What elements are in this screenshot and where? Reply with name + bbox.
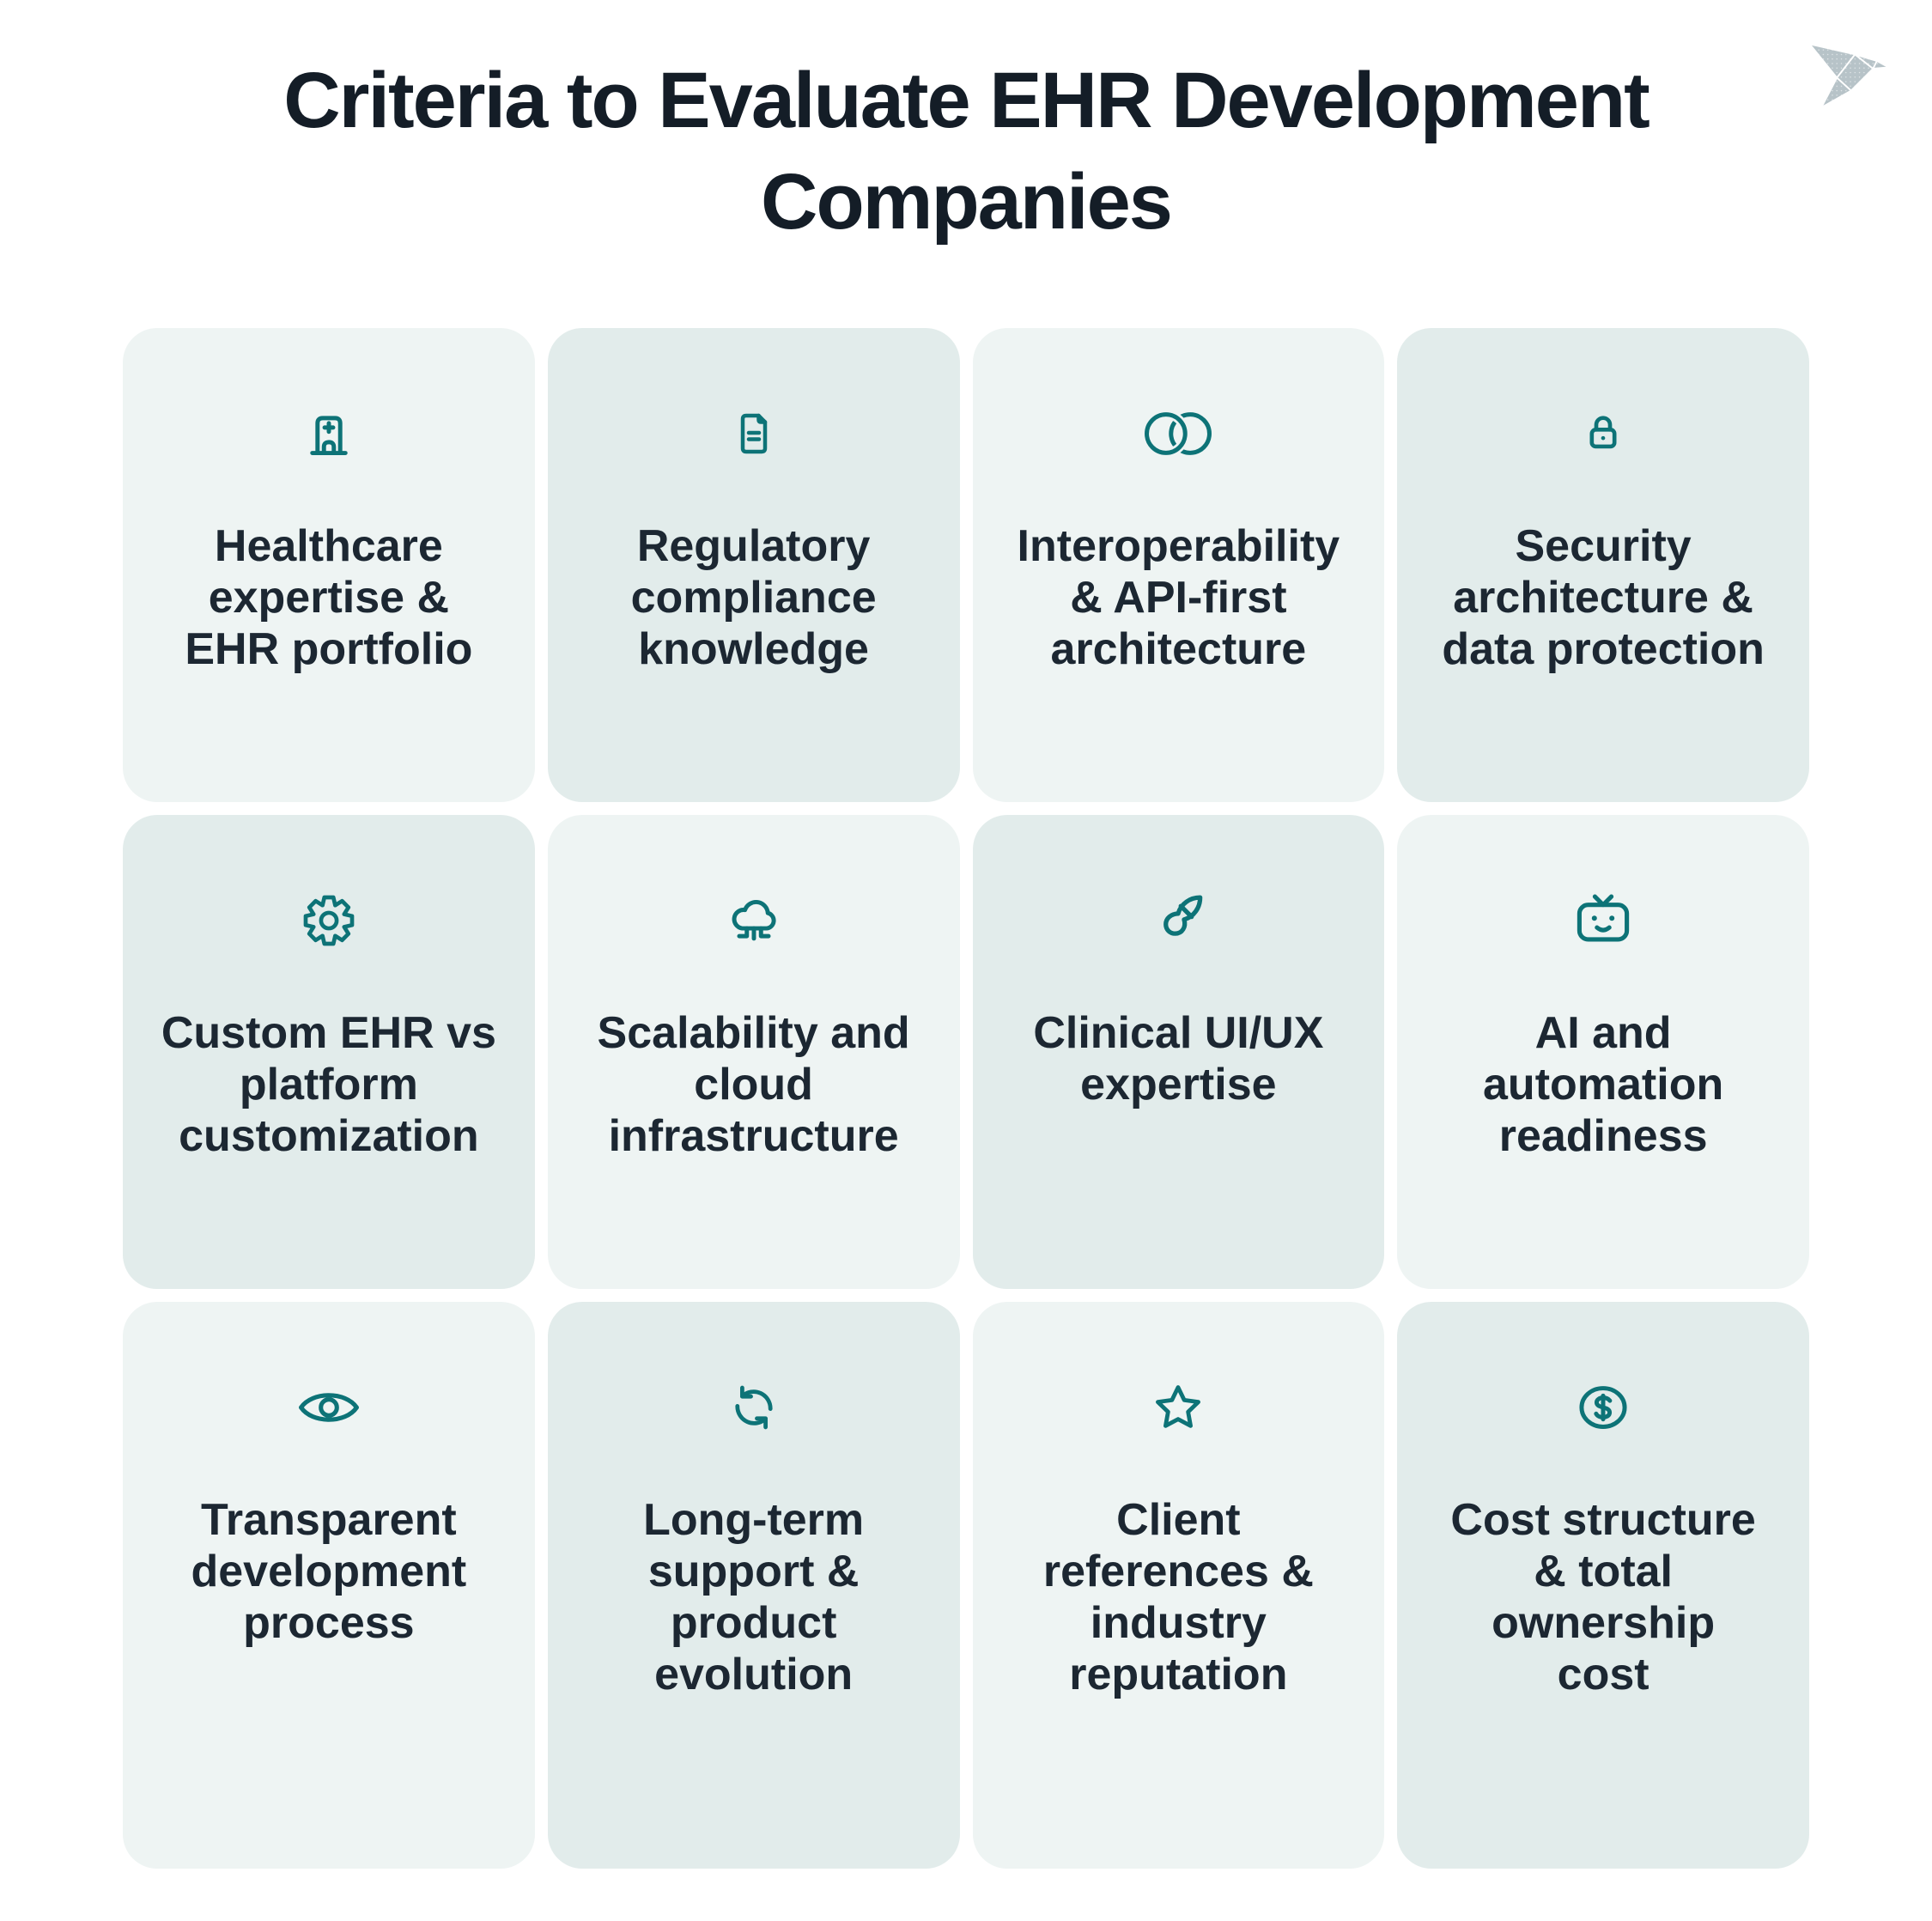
- origami-bird-logo: [1790, 30, 1900, 118]
- card-label: Clinical UI/UX expertise: [1033, 1008, 1324, 1109]
- card-label: Client references & industry reputation: [1042, 1495, 1314, 1699]
- document-icon: [728, 404, 780, 464]
- card-interoperability: Interoperability & API-first architectur…: [972, 328, 1385, 802]
- card-long-term-support: Long-term support & product evolution: [547, 1302, 960, 1869]
- card-clinical-uiux: Clinical UI/UX expertise: [972, 815, 1385, 1289]
- eye-icon: [295, 1377, 362, 1438]
- card-label: Custom EHR vs platform customization: [161, 1008, 496, 1161]
- card-transparent-process: Transparent development process: [123, 1302, 535, 1869]
- star-icon: [1149, 1377, 1207, 1438]
- sync-arrows-icon: [723, 1377, 785, 1438]
- interlocking-rings-icon: [1135, 404, 1221, 464]
- page-title-line2: Companies: [761, 158, 1173, 246]
- robot-icon: [1570, 891, 1637, 951]
- criteria-grid: Healthcare expertise & EHR portfolio Regu…: [123, 328, 1809, 1869]
- dollar-icon: [1573, 1377, 1633, 1438]
- card-label: Transparent development process: [191, 1495, 467, 1648]
- page-title: Criteria to Evaluate EHR Development Com…: [0, 50, 1932, 252]
- card-custom-ehr: Custom EHR vs platform customization: [123, 815, 535, 1289]
- card-label: Regulatory compliance knowledge: [630, 521, 877, 674]
- card-security-architecture: Security architecture & data protection: [1397, 328, 1809, 802]
- hospital-icon: [301, 404, 357, 464]
- card-cost-structure: Cost structure & total ownership cost: [1397, 1302, 1809, 1869]
- card-label: Cost structure & total ownership cost: [1450, 1495, 1756, 1699]
- card-label: AI and automation readiness: [1483, 1008, 1724, 1161]
- card-label: Security architecture & data protection: [1442, 521, 1765, 674]
- card-healthcare-expertise: Healthcare expertise & EHR portfolio: [123, 328, 535, 802]
- card-label: Long-term support & product evolution: [643, 1495, 865, 1699]
- card-regulatory-compliance: Regulatory compliance knowledge: [547, 328, 960, 802]
- page-title-line1: Criteria to Evaluate EHR Development: [283, 57, 1650, 144]
- padlock-icon: [1577, 404, 1630, 464]
- card-label: Healthcare expertise & EHR portfolio: [185, 521, 473, 674]
- card-ai-automation: AI and automation readiness: [1397, 815, 1809, 1289]
- card-client-references: Client references & industry reputation: [972, 1302, 1385, 1869]
- cloud-network-icon: [722, 891, 786, 951]
- gear-icon: [301, 891, 357, 951]
- paintbrush-icon: [1148, 891, 1208, 951]
- card-label: Interoperability & API-first architectur…: [1017, 521, 1340, 674]
- card-scalability-cloud: Scalability and cloud infrastructure: [547, 815, 960, 1289]
- card-label: Scalability and cloud infrastructure: [597, 1008, 910, 1161]
